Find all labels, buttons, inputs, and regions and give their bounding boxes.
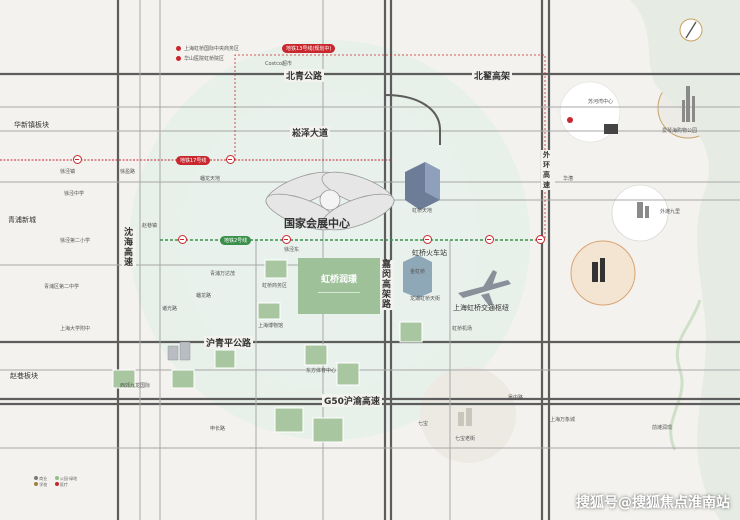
road-g50: G50沪渝高速 bbox=[322, 394, 382, 407]
xujing-label: 徐泾东 bbox=[284, 247, 300, 253]
road-waihuan: 外环高速 bbox=[541, 150, 555, 190]
place-label: 申长路 bbox=[210, 426, 226, 432]
area-huaxin: 华新镇板块 bbox=[14, 121, 49, 129]
area-hongqiao-station[interactable]: 虹桥火车站 bbox=[412, 249, 447, 257]
area-hongqiao-tiandi[interactable]: 虹桥天地 bbox=[412, 208, 433, 214]
place-label: 上海博物馆 bbox=[258, 323, 284, 329]
area-hongqiao-hub[interactable]: 上海虹桥交通枢纽 bbox=[453, 304, 509, 312]
hospital-icon bbox=[54, 482, 59, 486]
project-marker[interactable]: 虹桥润璟 bbox=[298, 258, 380, 314]
metro-station-icon[interactable] bbox=[73, 155, 82, 164]
area-qingpu: 青浦新城 bbox=[8, 216, 36, 224]
legend-item: 医疗 bbox=[59, 482, 68, 487]
place-label: 外滩九里 bbox=[660, 209, 681, 215]
place-label: 七宝 bbox=[418, 421, 429, 427]
hongqiao-tiandi-building bbox=[405, 162, 440, 210]
poi-label[interactable]: 爱琴海购物公园 bbox=[662, 128, 698, 134]
road-beizhai: 北翟高架 bbox=[472, 69, 513, 82]
road-jiamin: 嘉闵高架路 bbox=[380, 260, 394, 310]
line13-label: 地铁13号线(规划中) bbox=[282, 44, 336, 53]
legend-item: 商业 bbox=[39, 476, 48, 481]
place-label: 徐盈路 bbox=[120, 169, 136, 175]
watermark: 搜狐号@搜狐焦点淮南站 bbox=[576, 495, 730, 511]
road-huqingping: 沪青平公路 bbox=[204, 336, 254, 349]
school-icon bbox=[34, 482, 38, 486]
line17-label: 地铁17号线 bbox=[176, 156, 211, 165]
place-label: 西郊九龙国际 bbox=[120, 383, 151, 389]
place-label: 徐泾镇 bbox=[60, 169, 76, 175]
place-label: 蟠龙路 bbox=[196, 293, 212, 299]
hospital-icon bbox=[176, 56, 181, 61]
area-longhu[interactable]: 龙湖虹桥天街 bbox=[410, 296, 441, 302]
place-label: 蟠龙天地 bbox=[200, 176, 221, 182]
place-label: 华漕 bbox=[563, 176, 574, 182]
area-qibao[interactable]: 七宝老街 bbox=[455, 436, 476, 442]
place-label: 虹桥商务区 bbox=[262, 283, 288, 289]
place-label: 赵巷镇 bbox=[142, 223, 158, 229]
metro-station-icon[interactable] bbox=[423, 235, 432, 244]
area-exhibition[interactable]: 国家会展中心 bbox=[284, 217, 350, 230]
project-name: 虹桥润璟 bbox=[320, 275, 357, 285]
poi-label[interactable]: 上海虹桥国际中央商务区 bbox=[184, 46, 240, 52]
road-songze: 崧泽大道 bbox=[290, 126, 331, 139]
legend-item: 学校 bbox=[39, 482, 48, 487]
place-label: 青浦万达茂 bbox=[210, 271, 236, 277]
legend: 商业 公园·绿地 学校 医疗 bbox=[34, 476, 77, 488]
place-label: 诸光路 bbox=[162, 306, 178, 312]
place-label: 青浦区第二中学 bbox=[44, 284, 80, 290]
park-icon bbox=[54, 476, 59, 480]
place-label: 上海大学附中 bbox=[60, 326, 91, 332]
road-beiqing: 北青公路 bbox=[284, 69, 325, 82]
poi-label[interactable]: Costco超市 bbox=[265, 61, 292, 67]
poi-label[interactable]: 苏河湾中心 bbox=[588, 99, 614, 105]
metro-station-icon[interactable] bbox=[485, 235, 494, 244]
poi-label[interactable]: 华山医院虹桥院区 bbox=[184, 56, 225, 62]
area-zhaoxiang: 赵巷板块 bbox=[10, 372, 38, 380]
place-label: 徐泾中学 bbox=[64, 191, 85, 197]
poi-label[interactable]: 上海万象城 bbox=[550, 417, 576, 423]
line2-label: 地铁2号线 bbox=[220, 236, 252, 245]
metro-station-icon[interactable] bbox=[282, 235, 291, 244]
poi-label[interactable]: 前滩润璟 bbox=[652, 425, 673, 431]
place-label: 金虹桥 bbox=[410, 269, 426, 275]
hospital-icon bbox=[176, 46, 181, 51]
metro-station-icon[interactable] bbox=[536, 235, 545, 244]
metro-station-icon[interactable] bbox=[178, 235, 187, 244]
legend-item: 公园·绿地 bbox=[59, 476, 78, 481]
place-label: 徐泾第二小学 bbox=[60, 238, 91, 244]
place-label: 吴中路 bbox=[508, 395, 524, 401]
metro-station-icon[interactable] bbox=[226, 155, 235, 164]
shop-icon bbox=[34, 476, 38, 480]
place-label: 东方体育中心 bbox=[306, 368, 337, 374]
place-label: 虹桥机场 bbox=[452, 326, 473, 332]
road-shenhai: 沈海高速 bbox=[122, 228, 136, 268]
